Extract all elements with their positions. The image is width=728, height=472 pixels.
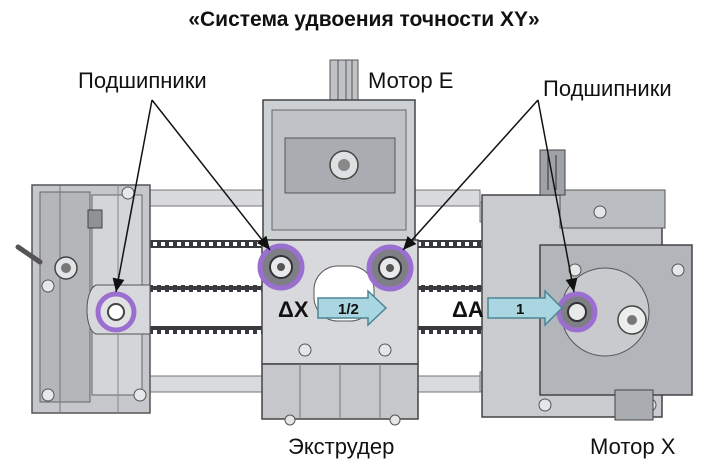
delta-a-ratio: 1 bbox=[516, 301, 524, 318]
delta-a-symbol: ΔA bbox=[452, 297, 484, 322]
delta-x-ratio: 1/2 bbox=[338, 301, 359, 318]
label-motor-x: Мотор X bbox=[590, 434, 676, 459]
pointer-arrows bbox=[112, 99, 578, 293]
label-bearings-left: Подшипники bbox=[78, 68, 207, 93]
label-motor-e: Мотор E bbox=[368, 68, 454, 93]
motor-x-block bbox=[481, 149, 693, 421]
extruder-carriage bbox=[261, 59, 419, 426]
diagram-title: «Система удвоения точности XY» bbox=[188, 8, 540, 31]
bearing-left-idler bbox=[95, 291, 137, 333]
delta-a-indicator: 1 ΔA bbox=[452, 289, 564, 327]
delta-x-symbol: ΔX bbox=[278, 297, 309, 322]
delta-x-indicator: 1/2 ΔX bbox=[278, 289, 388, 327]
bearing-center-left bbox=[257, 243, 305, 291]
bearing-center-right bbox=[366, 244, 414, 292]
bearing-motor-x bbox=[556, 291, 598, 333]
label-bearings-right: Подшипники bbox=[543, 76, 672, 101]
label-extruder: Экструдер bbox=[288, 434, 395, 459]
